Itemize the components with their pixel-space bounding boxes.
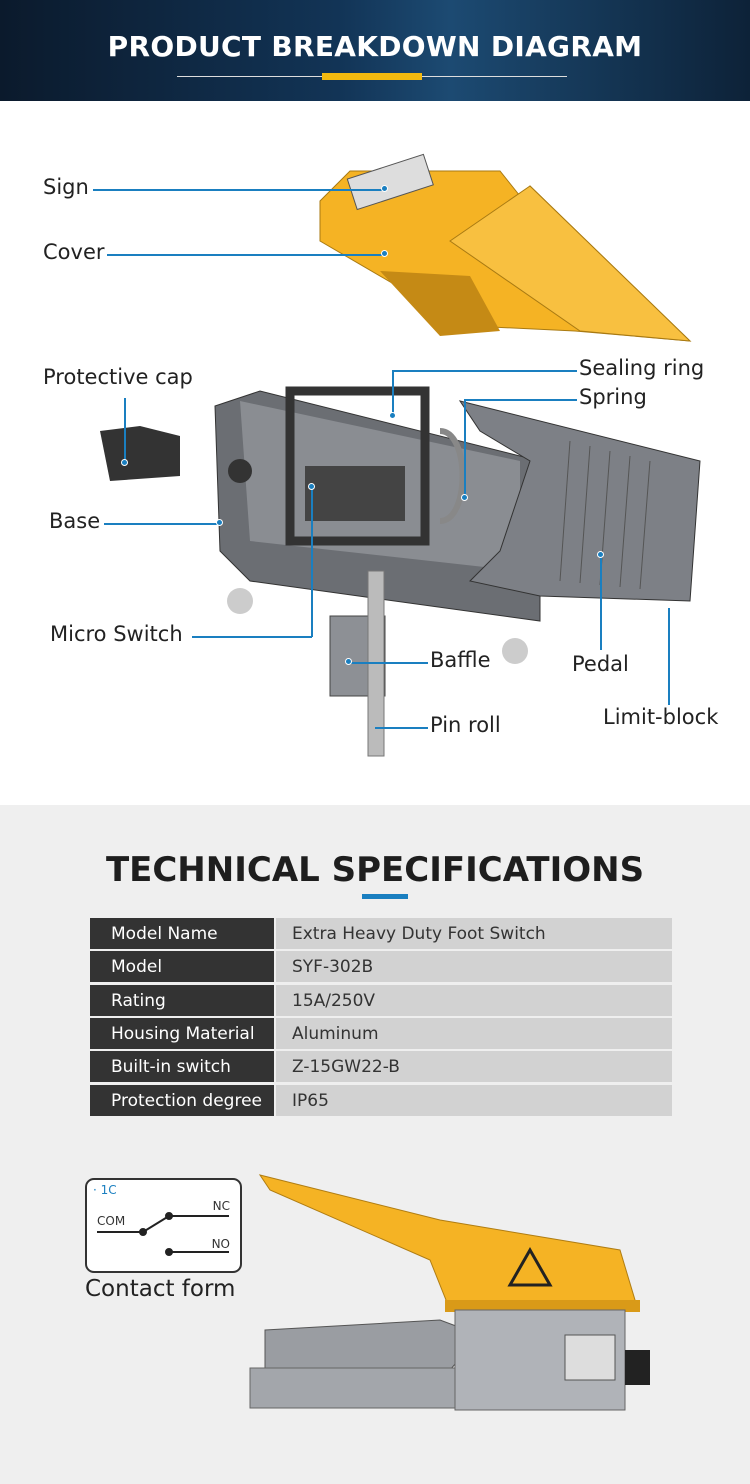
- spec-value: Aluminum: [276, 1017, 672, 1049]
- leader-sign: [93, 189, 385, 191]
- label-pedal: Pedal: [572, 652, 629, 676]
- label-micro-switch: Micro Switch: [50, 622, 183, 646]
- specs-title: TECHNICAL SPECIFICATIONS: [105, 850, 645, 890]
- label-cover: Cover: [43, 240, 105, 264]
- leader-dot: [216, 519, 223, 526]
- spec-label: Model Name: [90, 918, 274, 949]
- leader-baffle: [348, 662, 428, 664]
- leader-micro-switch-v: [311, 487, 313, 637]
- label-spring: Spring: [579, 385, 647, 409]
- title-accent-bar: [322, 73, 422, 80]
- leader-micro-switch: [192, 636, 312, 638]
- label-sign: Sign: [43, 175, 89, 199]
- spec-value: IP65: [276, 1084, 672, 1116]
- leader-dot: [597, 551, 604, 558]
- pin-roll-part: [367, 570, 385, 757]
- leader-dot: [381, 250, 388, 257]
- spec-label: Built-in switch: [90, 1051, 274, 1083]
- contact-form-diagram: · 1C COM NC NO: [85, 1178, 242, 1273]
- leader-pedal: [600, 555, 602, 650]
- leader-spring: [465, 399, 577, 401]
- pedal-part: [458, 400, 701, 602]
- spec-label: Model: [90, 951, 274, 983]
- spec-value: 15A/250V: [276, 984, 672, 1016]
- no-label: NO: [211, 1237, 230, 1251]
- leader-spring-v: [464, 399, 466, 497]
- leader-limit-block: [668, 608, 670, 705]
- contact-form-caption: Contact form: [85, 1276, 236, 1302]
- leader-pin-roll: [375, 727, 428, 729]
- nc-label: NC: [212, 1199, 230, 1213]
- leader-dot: [381, 185, 388, 192]
- leader-dot: [121, 459, 128, 466]
- leader-protective-cap: [124, 398, 126, 463]
- label-sealing-ring: Sealing ring: [579, 356, 705, 380]
- leader-sealing-ring-v: [392, 370, 394, 415]
- leader-dot: [461, 494, 468, 501]
- spec-label: Rating: [90, 984, 274, 1016]
- header-title: PRODUCT BREAKDOWN DIAGRAM: [107, 30, 643, 63]
- spring-part: [439, 428, 466, 524]
- protective-cap-part: [100, 426, 180, 481]
- specs-title-bar: [362, 894, 408, 899]
- header-banner: PRODUCT BREAKDOWN DIAGRAM: [0, 0, 750, 101]
- label-pin-roll: Pin roll: [430, 713, 501, 737]
- leader-dot: [308, 483, 315, 490]
- leader-cover: [107, 254, 385, 256]
- spec-label: Housing Material: [90, 1017, 274, 1049]
- label-limit-block: Limit-block: [603, 705, 719, 729]
- spec-label: Protection degree: [90, 1084, 274, 1116]
- spec-value: Z-15GW22-B: [276, 1051, 672, 1083]
- leader-sealing-ring: [393, 370, 577, 372]
- com-label: COM: [97, 1214, 126, 1228]
- label-protective-cap: Protective cap: [43, 365, 193, 389]
- spec-value: SYF-302B: [276, 951, 672, 983]
- label-base: Base: [49, 509, 101, 533]
- switch-symbol: [97, 1212, 229, 1256]
- leader-base: [104, 523, 220, 525]
- foot-switch-photo: [249, 1174, 650, 1411]
- contact-type: · 1C: [93, 1183, 117, 1197]
- label-baffle: Baffle: [430, 648, 491, 672]
- leader-dot: [345, 658, 352, 665]
- spec-value: Extra Heavy Duty Foot Switch: [276, 918, 672, 949]
- exploded-view-illustration: [100, 153, 701, 757]
- leader-dot: [389, 412, 396, 419]
- cover-part: [319, 153, 692, 342]
